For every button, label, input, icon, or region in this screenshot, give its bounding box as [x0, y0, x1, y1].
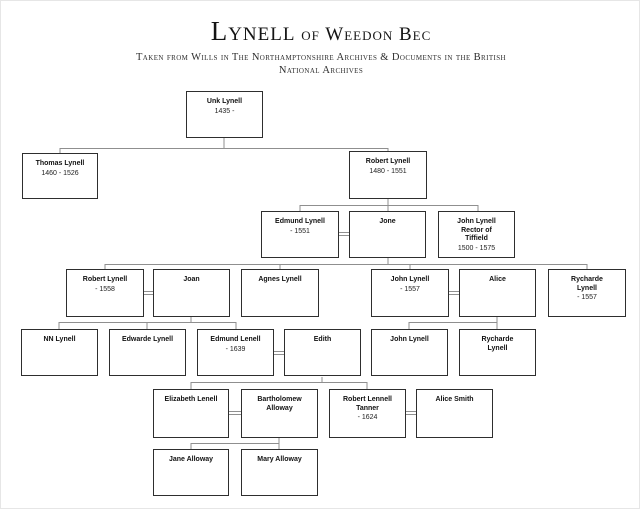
- person-box-edith: Edith: [284, 329, 361, 376]
- person-dates: 1500 - 1575: [457, 244, 496, 252]
- person-name: Mary Alloway: [257, 456, 302, 463]
- person-box-thomas-lynell: Thomas Lynell 1460 - 1526: [22, 153, 98, 199]
- person-name: Alice: [489, 276, 506, 283]
- person-name: Jane Alloway: [168, 456, 214, 463]
- person-box-john-lynell-1557: John Lynell - 1557: [371, 269, 449, 317]
- person-dates: 1435 -: [214, 107, 235, 115]
- person-dates: - 1558: [95, 285, 115, 293]
- person-name: Jone: [379, 218, 396, 225]
- page-title: Lynell of Weedon Bec: [1, 15, 639, 49]
- person-name: John Lynell: [390, 276, 430, 283]
- person-box-rycharde-lynell-1557: Rycharde Lynell - 1557: [548, 269, 626, 317]
- person-name: Robert Lynell: [82, 276, 128, 283]
- person-box-jone: Jone: [349, 211, 426, 258]
- marriage-link-edmund-jone: [339, 232, 349, 236]
- person-dates: - 1557: [577, 294, 597, 301]
- person-name: Bartholomew Alloway: [257, 396, 302, 412]
- person-dates: - 1624: [357, 414, 378, 421]
- title-block: Lynell of Weedon Bec Taken from Wills in…: [1, 15, 639, 77]
- person-name: Joan: [183, 276, 200, 283]
- person-name: Unk Lynell: [206, 98, 243, 105]
- person-name: Robert Lynell: [365, 158, 411, 165]
- person-name: John Lynell Rector of Tiffield: [457, 218, 496, 242]
- person-box-edwarde-lynell: Edwarde Lynell: [109, 329, 186, 376]
- person-name: Robert Lennell Tanner: [342, 396, 392, 412]
- person-name: Edmund Lenell: [210, 336, 261, 343]
- person-name: Elizabeth Lenell: [164, 396, 218, 403]
- person-box-elizabeth-lenell: Elizabeth Lenell: [153, 389, 229, 438]
- person-box-bartholomew-alloway: Bartholomew Alloway: [241, 389, 318, 438]
- person-box-robert-lynell-1558: Robert Lynell - 1558: [66, 269, 144, 317]
- person-name: Rycharde Lynell: [481, 336, 514, 352]
- person-name: Thomas Lynell: [35, 160, 85, 167]
- person-name: Edith: [313, 336, 332, 343]
- person-box-edmund-lynell: Edmund Lynell - 1551: [261, 211, 339, 258]
- person-box-robert-lynell-1480: Robert Lynell 1480 - 1551: [349, 151, 427, 199]
- person-box-alice-smith: Alice Smith: [416, 389, 493, 438]
- person-box-joan: Joan: [153, 269, 230, 317]
- person-name: Edmund Lynell: [275, 218, 325, 225]
- marriage-link-elizabeth-bartholomew: [229, 411, 241, 415]
- person-name: Agnes Lynell: [258, 276, 302, 283]
- person-box-unk-lynell: Unk Lynell 1435 -: [186, 91, 263, 138]
- person-box-edmund-lenell: Edmund Lenell - 1639: [197, 329, 274, 376]
- person-dates: 1480 - 1551: [369, 167, 407, 175]
- person-name: Rycharde Lynell: [571, 276, 603, 292]
- person-dates: 1460 - 1526: [41, 169, 79, 177]
- person-box-mary-alloway: Mary Alloway: [241, 449, 318, 496]
- person-box-alice: Alice: [459, 269, 536, 317]
- person-name: Alice Smith: [435, 396, 474, 403]
- person-dates: - 1639: [225, 345, 246, 353]
- person-box-john-lynell-rector: John Lynell Rector of Tiffield 1500 - 15…: [438, 211, 515, 258]
- page-subtitle: Taken from Wills in The Northamptonshire…: [135, 52, 507, 76]
- person-name: Edwarde Lynell: [121, 336, 174, 343]
- marriage-link-john-alice: [449, 291, 459, 295]
- marriage-link-edmundlenell-edith: [274, 351, 284, 355]
- person-dates: - 1551: [290, 227, 310, 235]
- person-box-robert-lennell-tanner: Robert Lennell Tanner - 1624: [329, 389, 406, 438]
- marriage-link-robert-joan: [144, 291, 153, 295]
- person-box-john-lynell-jr: John Lynell: [371, 329, 448, 376]
- title-suffix: of Weedon Bec: [295, 24, 432, 45]
- person-box-nn-lynell: NN Lynell: [21, 329, 98, 376]
- person-box-jane-alloway: Jane Alloway: [153, 449, 229, 496]
- person-dates: - 1557: [400, 285, 420, 293]
- person-box-rycharde-lynell-jr: Rycharde Lynell: [459, 329, 536, 376]
- family-name-title: Lynell: [210, 16, 296, 46]
- marriage-link-roberttanner-alicesmith: [406, 411, 416, 415]
- person-name: John Lynell: [390, 336, 429, 343]
- person-name: NN Lynell: [43, 336, 76, 343]
- person-box-agnes-lynell: Agnes Lynell: [241, 269, 319, 317]
